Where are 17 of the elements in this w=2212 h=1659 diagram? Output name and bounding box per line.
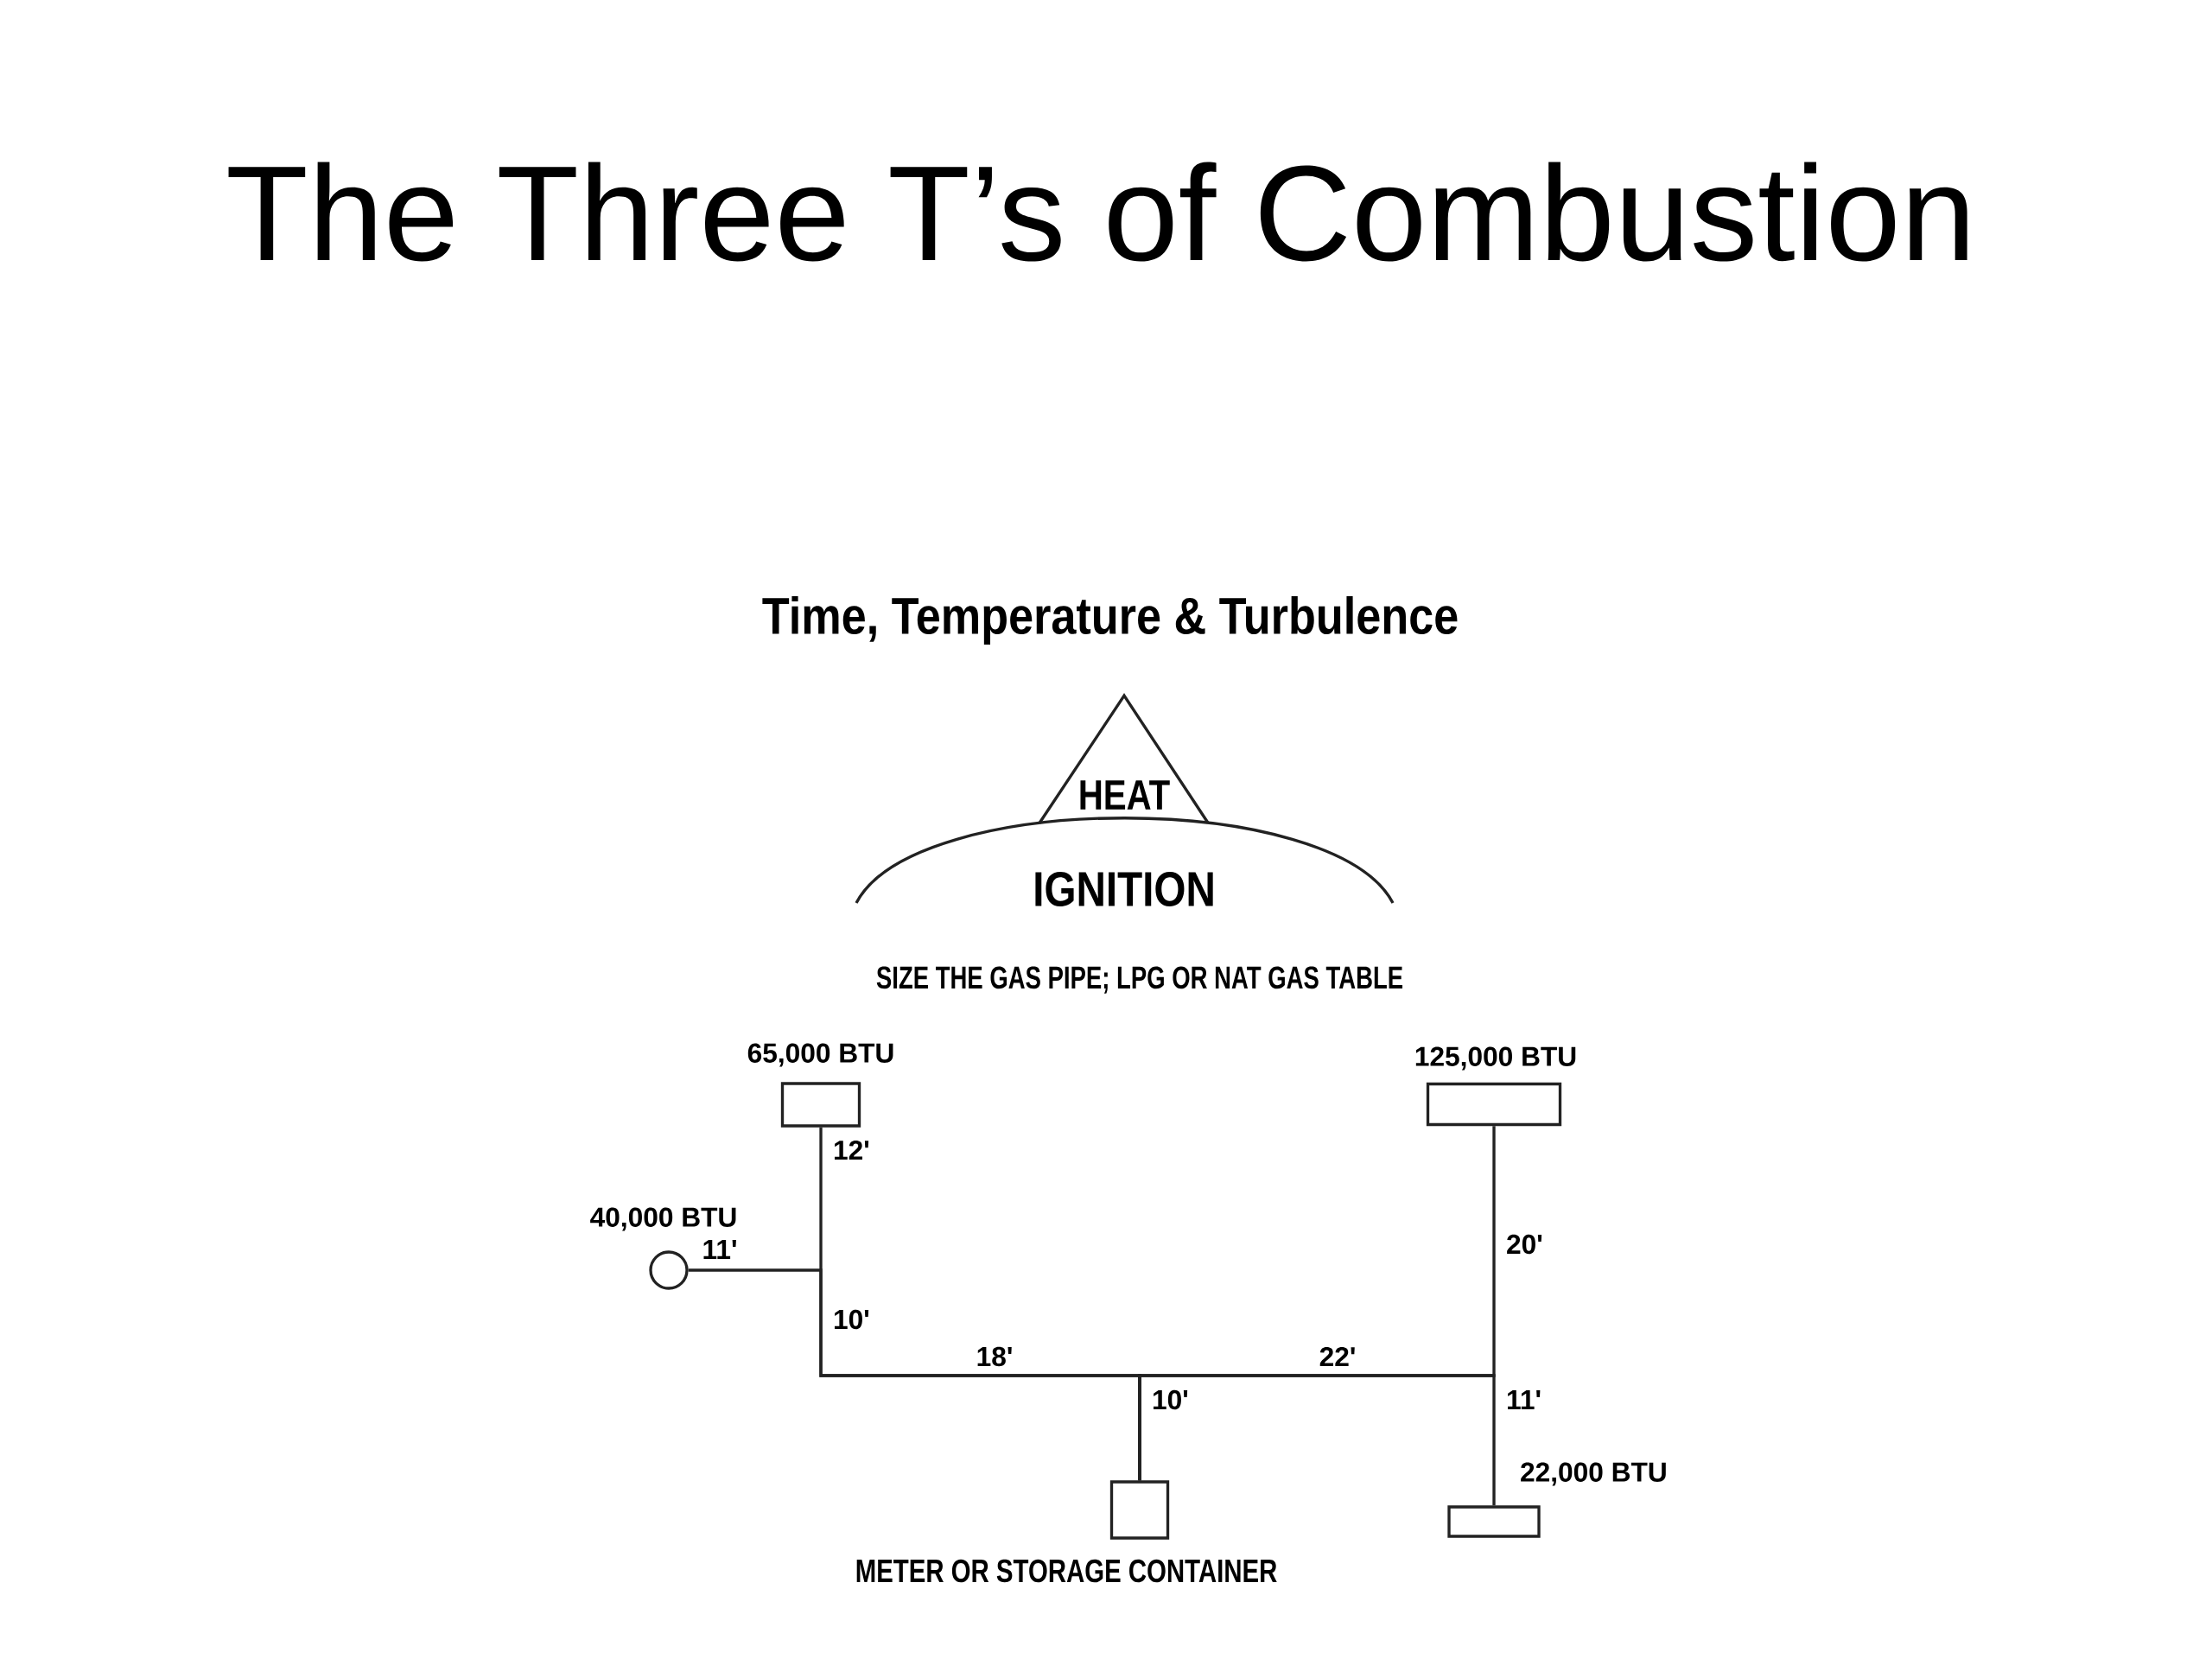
length-label: 12' xyxy=(835,1140,869,1160)
btu-label: 40,000 BTU xyxy=(590,1207,736,1231)
length-label: 11' xyxy=(1508,1390,1541,1409)
length-label: 18' xyxy=(977,1346,1012,1367)
length-label: 11' xyxy=(703,1240,736,1259)
length-label: 10' xyxy=(1154,1389,1188,1410)
note-text: SIZE THE GAS PIPE; LPG OR NAT GAS TABLE xyxy=(876,966,1402,994)
btu-label: 125,000 BTU xyxy=(1415,1046,1576,1071)
btu-label: 65,000 BTU xyxy=(747,1043,893,1067)
length-label: 10' xyxy=(835,1309,869,1330)
length-label: 22' xyxy=(1319,1346,1355,1367)
title: The Three T’s of Combustion xyxy=(228,162,1967,262)
pipe-line xyxy=(1138,1374,1496,1506)
subtitle: Time, Temperature & Turbulence xyxy=(762,596,1458,645)
btu-label: 22,000 BTU xyxy=(1521,1462,1666,1486)
length-label: 20' xyxy=(1507,1234,1542,1255)
meter-label: METER OR STORAGE CONTAINER xyxy=(856,1559,1277,1583)
